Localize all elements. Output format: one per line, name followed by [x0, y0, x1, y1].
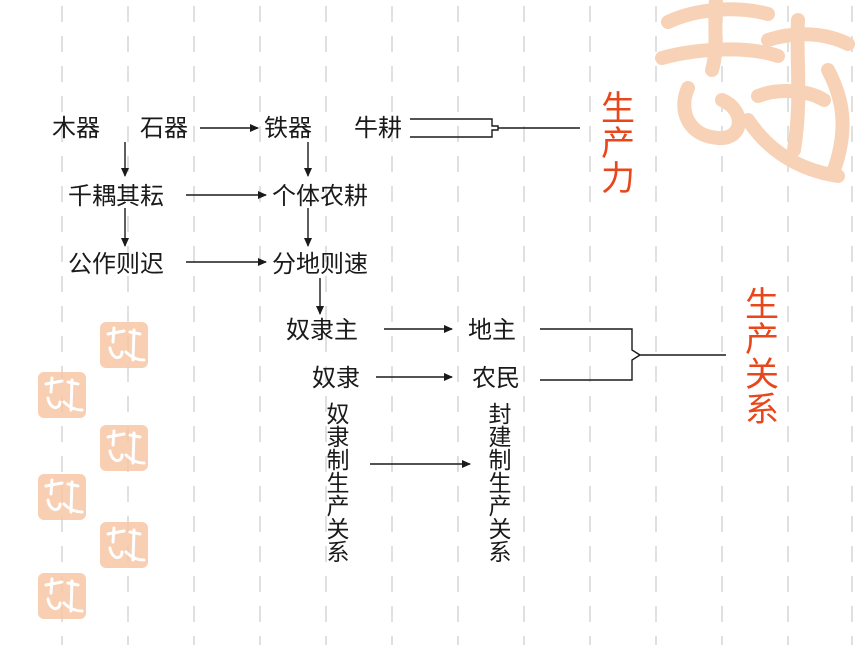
node-qianou: 千耦其耘 [68, 182, 164, 210]
decorative-stamp [100, 522, 148, 568]
node-fengjianzhi-vertical: 封建制生产关系 [488, 402, 512, 566]
decorative-stamp [38, 372, 86, 418]
calligraphy-watermark [655, 0, 855, 183]
decorative-stamp [100, 425, 148, 471]
node-tieqi: 铁器 [264, 114, 312, 142]
brace-productivity [410, 118, 580, 138]
node-nulizhu: 奴隶主 [286, 316, 358, 344]
label-production-relations: 生产关系 [745, 285, 779, 431]
node-gongzuo: 公作则迟 [68, 250, 164, 278]
node-getinonggeng: 个体农耕 [272, 182, 368, 210]
label-productivity: 生产力 [601, 89, 635, 200]
node-muqi: 木器 [52, 114, 100, 142]
node-niugeng: 牛耕 [354, 114, 402, 142]
brace-relations [540, 328, 726, 381]
node-nulizhi-vertical: 奴隶制生产关系 [326, 402, 350, 566]
node-shiqi: 石器 [140, 114, 188, 142]
node-nongmin: 农民 [472, 364, 520, 392]
node-dizhu: 地主 [468, 316, 516, 344]
node-fendi: 分地则速 [272, 250, 368, 278]
decorative-stamp [38, 474, 86, 520]
decorative-stamp [100, 322, 148, 368]
decorative-stamp [38, 573, 86, 619]
node-nuli: 奴隶 [312, 364, 360, 392]
